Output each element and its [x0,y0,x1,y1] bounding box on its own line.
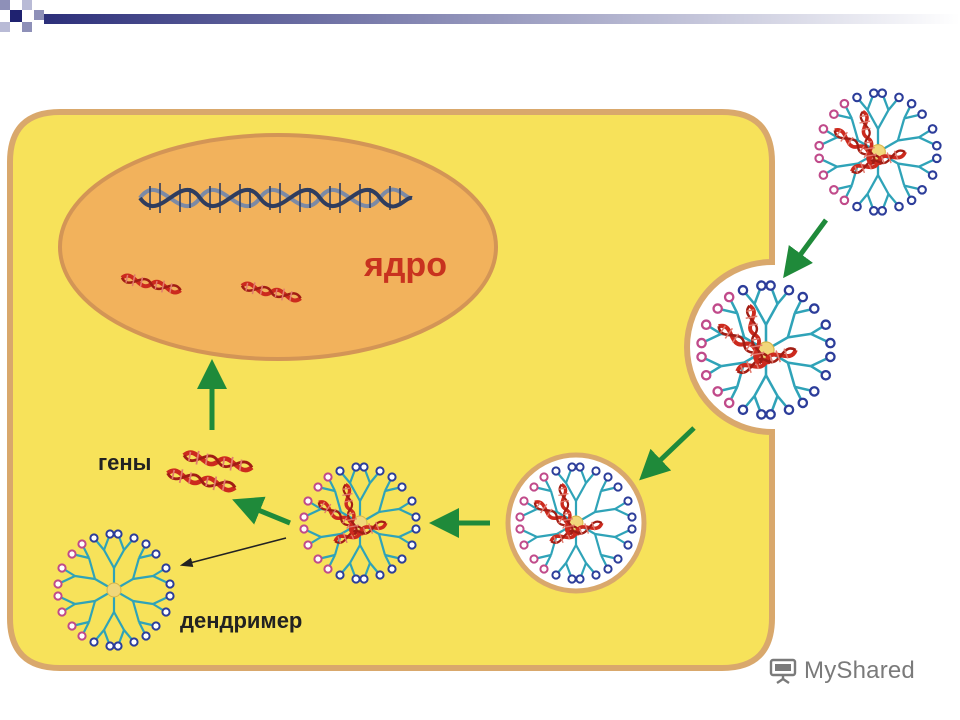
genes-label: гены [98,450,151,475]
dendrimer-label: дендример [180,608,302,633]
loaded-dendrimer-entering [697,281,834,418]
watermark: MyShared [768,656,915,686]
loaded-dendrimer-outside [815,89,940,214]
slide-top-bar [44,14,960,24]
arrow-outside-to-membrane [783,218,829,279]
watermark-text: MyShared [804,657,915,684]
arrow-release-to-dendrimer [179,537,287,568]
nucleus-label: ядро [363,246,447,284]
slide-corner-squares-icon [0,0,44,32]
arrow-membrane-to-vesicle [639,426,696,481]
presentation-board-icon [769,658,797,684]
dna-helix-chromosome [138,183,413,213]
arrow-release-to-genes [232,496,291,526]
